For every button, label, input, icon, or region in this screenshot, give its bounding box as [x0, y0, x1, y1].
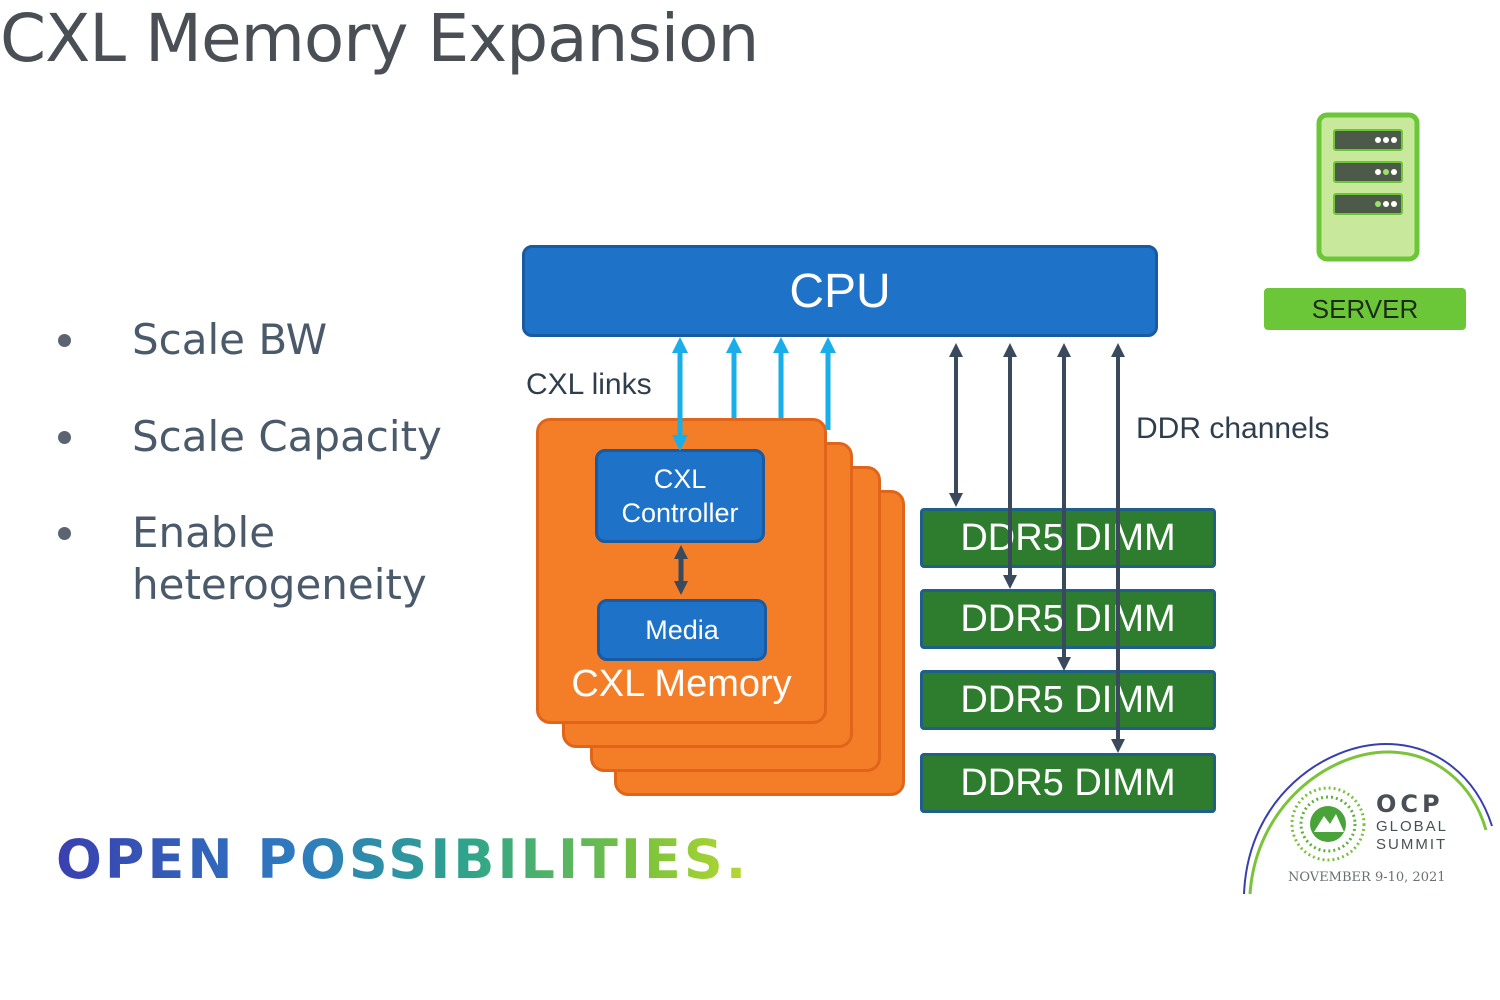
cpu-label: CPU [789, 264, 891, 318]
cxl-memory-card: CXL Controller Media CXL Memory [536, 418, 827, 724]
bullet-item: Scale Capacity [132, 412, 442, 461]
ddr-channels-label: DDR channels [1136, 412, 1330, 445]
ddr5-dimm: DDR5 DIMM [920, 589, 1216, 649]
ocp-date: NOVEMBER 9-10, 2021 [1288, 870, 1446, 885]
ddr5-dimm: DDR5 DIMM [920, 753, 1216, 813]
footer-tagline: OPEN POSSIBILITIES. [56, 828, 750, 891]
bullet-marker [58, 334, 71, 347]
slide-title: CXL Memory Expansion [0, 0, 759, 77]
cxl-memory-label: CXL Memory [571, 663, 792, 705]
ddr5-dimm: DDR5 DIMM [920, 508, 1216, 568]
ocp-wordmark: OCP [1376, 790, 1444, 818]
cxl-links-label: CXL links [526, 368, 652, 401]
ocp-summit-logo: OCP GLOBAL SUMMIT NOVEMBER 9-10, 2021 [1236, 736, 1496, 896]
server-badge: SERVER [1264, 288, 1466, 330]
cxl-controller-label: CXL Controller [621, 464, 739, 528]
bullet-marker [58, 527, 71, 540]
media-box: Media [597, 599, 767, 661]
summit-arc-graphic [1243, 742, 1493, 895]
media-label: Media [645, 614, 719, 645]
ocp-line2: SUMMIT [1376, 836, 1448, 853]
ocp-line1: GLOBAL [1376, 818, 1449, 835]
bullet-item: Enable heterogeneity [132, 508, 427, 609]
ddr5-dimm: DDR5 DIMM [920, 670, 1216, 730]
bullet-item: Scale BW [132, 315, 328, 364]
cxl-controller-box: CXL Controller [595, 449, 765, 543]
bullet-marker [58, 431, 71, 444]
cpu-box: CPU [522, 245, 1158, 337]
server-icon [1316, 112, 1420, 262]
summit-burst-icon [1290, 786, 1366, 862]
